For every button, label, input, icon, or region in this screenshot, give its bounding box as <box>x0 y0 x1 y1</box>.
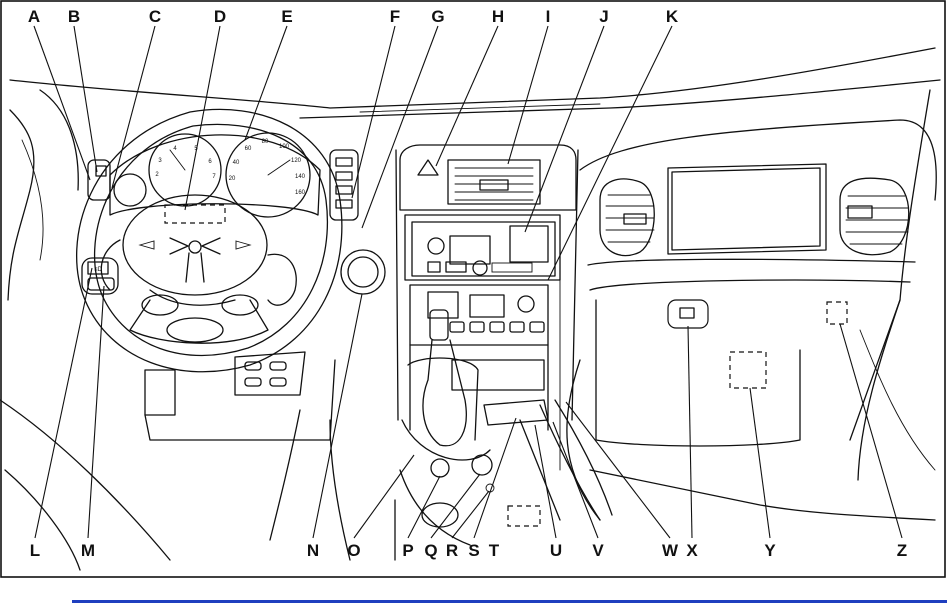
callout-j: J <box>599 7 608 26</box>
callout-w: W <box>662 541 679 560</box>
callout-l: L <box>30 541 40 560</box>
callout-i: I <box>546 7 551 26</box>
leader-lines <box>33 25 903 539</box>
callout-u: U <box>550 541 562 560</box>
fuse-dashed-outline <box>826 301 848 325</box>
callout-z: Z <box>897 541 907 560</box>
svg-text:3: 3 <box>158 158 162 164</box>
svg-text:6: 6 <box>208 159 212 165</box>
console-storage <box>394 359 613 561</box>
callout-k: K <box>666 7 679 26</box>
svg-text:140: 140 <box>295 174 306 180</box>
callout-r: R <box>446 541 458 560</box>
callout-g: G <box>431 7 444 26</box>
callout-p: P <box>402 541 413 560</box>
dashboard-outline <box>0 47 941 571</box>
svg-text:40: 40 <box>233 160 240 166</box>
svg-text:2: 2 <box>155 172 159 178</box>
ignition-switch <box>340 249 386 295</box>
callout-e: E <box>281 7 292 26</box>
glovebox-dashed-outline <box>729 351 767 389</box>
callout-a: A <box>28 7 40 26</box>
svg-text:60: 60 <box>245 146 252 152</box>
svg-text:4: 4 <box>173 146 177 152</box>
callout-labels: A B C D E F G H I J K L M N O P Q R S T … <box>28 7 907 560</box>
svg-text:120: 120 <box>291 158 302 164</box>
svg-text:80: 80 <box>262 139 269 145</box>
callout-m: M <box>81 541 95 560</box>
steering-wheel <box>76 108 343 373</box>
callout-t: T <box>489 541 500 560</box>
svg-text:100: 100 <box>279 144 290 150</box>
callout-y: Y <box>764 541 776 560</box>
callout-v: V <box>592 541 604 560</box>
svg-text:20: 20 <box>229 176 236 182</box>
passenger-dash <box>599 163 910 389</box>
callout-b: B <box>68 7 80 26</box>
diagram-frame <box>0 0 946 578</box>
callout-x: X <box>686 541 698 560</box>
storage-dashed-outline <box>507 505 541 527</box>
pedals <box>144 351 336 441</box>
callout-d: D <box>214 7 226 26</box>
callout-n: N <box>307 541 319 560</box>
airbag-dashed-outline <box>164 204 226 224</box>
callout-o: O <box>347 541 360 560</box>
svg-text:7: 7 <box>212 174 216 180</box>
callout-f: F <box>390 7 400 26</box>
callout-s: S <box>468 541 479 560</box>
callout-q: Q <box>424 541 437 560</box>
footer-rule <box>72 600 947 603</box>
center-stack <box>395 144 579 431</box>
callout-c: C <box>149 7 161 26</box>
svg-text:≡D: ≡D <box>94 267 103 273</box>
svg-text:160: 160 <box>295 190 306 196</box>
callout-h: H <box>492 7 504 26</box>
